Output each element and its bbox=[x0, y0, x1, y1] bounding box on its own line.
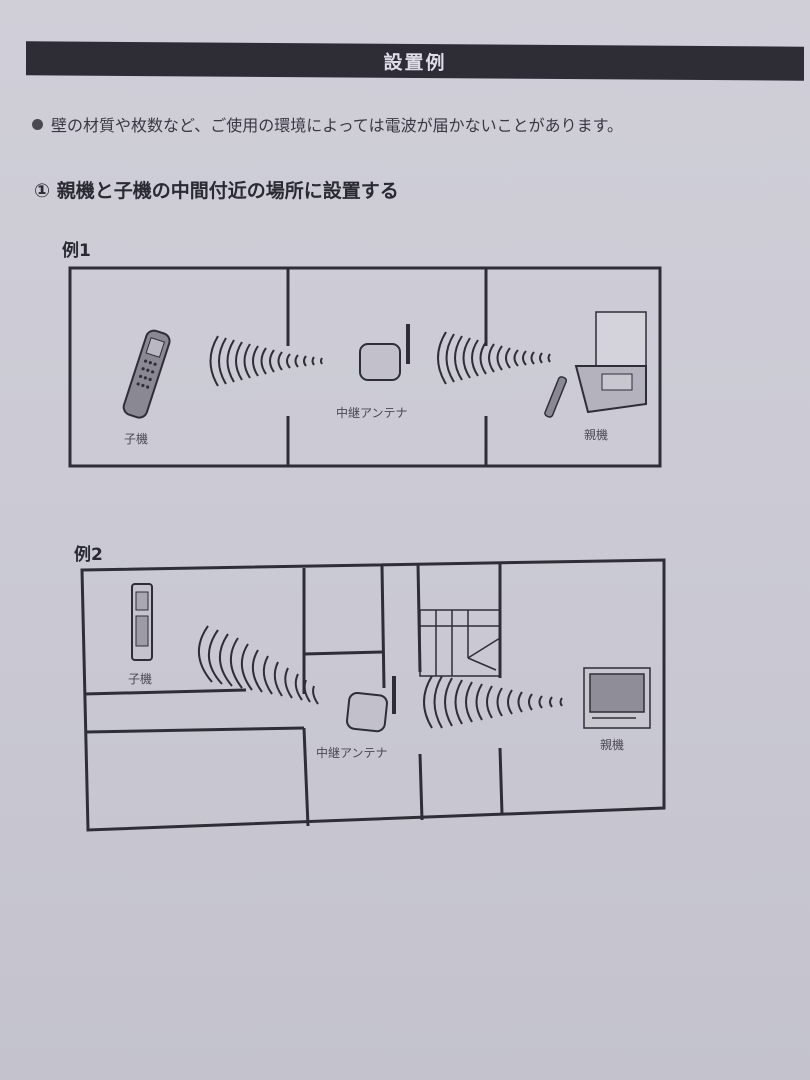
example-1-label: 例1 bbox=[62, 241, 91, 261]
base-label: 親機 bbox=[600, 738, 625, 752]
staircase-icon bbox=[419, 609, 501, 677]
bullet-icon bbox=[32, 118, 43, 130]
example-2-diagram: 子機 中継アンテナ 親機 bbox=[76, 558, 670, 834]
repeater-antenna-icon bbox=[359, 324, 410, 381]
example-2-label: 例2 bbox=[74, 545, 103, 565]
example-1-diagram: 子機 中継アンテナ 親機 bbox=[68, 266, 664, 470]
caution-note: 壁の材質や枚数など、ご使用の環境によっては電波が届かないことがあります。 bbox=[32, 112, 623, 136]
handset-label: 子機 bbox=[128, 672, 153, 686]
handset-icon bbox=[131, 583, 153, 661]
section-heading: ① 親機と子機の中間付近の場所に設置する bbox=[34, 180, 399, 202]
handset-icon bbox=[122, 329, 171, 419]
repeater-label: 中継アンテナ bbox=[336, 406, 408, 420]
signal-waves-icon bbox=[437, 331, 551, 385]
signal-waves-icon bbox=[423, 675, 563, 729]
signal-waves-icon bbox=[209, 335, 323, 387]
section-header-bar: 設置例 bbox=[26, 41, 804, 81]
repeater-label: 中継アンテナ bbox=[316, 746, 388, 760]
header-title: 設置例 bbox=[383, 51, 447, 74]
monitor-base-unit-icon bbox=[583, 667, 651, 729]
repeater-antenna-icon bbox=[346, 676, 396, 733]
base-label: 親機 bbox=[584, 428, 609, 442]
handset-label: 子機 bbox=[124, 432, 149, 446]
fax-base-unit-icon bbox=[544, 311, 647, 418]
signal-waves-icon bbox=[197, 625, 319, 705]
note-text: 壁の材質や枚数など、ご使用の環境によっては電波が届かないことがあります。 bbox=[51, 116, 624, 135]
